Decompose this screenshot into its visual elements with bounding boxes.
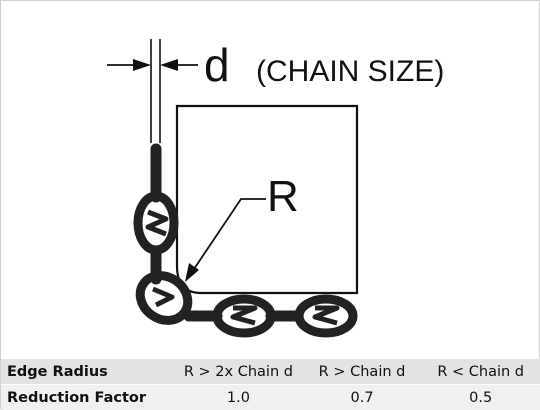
chain-link-horizontal-1	[212, 294, 276, 338]
chain-link-vertical-1	[133, 191, 179, 255]
chain-link-corner	[135, 271, 193, 325]
dimension-note: (CHAIN SIZE)	[256, 55, 444, 88]
row-label: Edge Radius	[7, 363, 108, 380]
table-cell: R > 2x Chain d	[183, 363, 293, 380]
edge-radius-diagram: d (CHAIN SIZE) R	[107, 39, 444, 338]
table-row-reduction-factor: Reduction Factor 1.0 0.7 0.5	[1, 385, 540, 410]
row-label: Reduction Factor	[7, 389, 147, 406]
dimension-arrow-left-head	[133, 59, 151, 71]
table-row-edge-radius: Edge Radius R > 2x Chain d R > Chain d R…	[1, 359, 540, 385]
dimension-label-d: d	[204, 39, 230, 91]
table-cell: 0.5	[469, 389, 493, 406]
dimension-arrow-right-head	[160, 59, 178, 71]
radius-leader-line	[193, 198, 266, 270]
chain-link-horizontal-2	[294, 294, 358, 338]
table-cell: 1.0	[226, 389, 250, 406]
block-outline	[175, 104, 359, 295]
radius-leader-arrowhead	[185, 263, 199, 282]
table-cell: 0.7	[350, 389, 374, 406]
radius-label: R	[267, 172, 299, 221]
table-cell: R > Chain d	[318, 363, 406, 380]
table-cell: R < Chain d	[437, 363, 525, 380]
reduction-factor-table: Edge Radius R > 2x Chain d R > Chain d R…	[1, 359, 540, 410]
